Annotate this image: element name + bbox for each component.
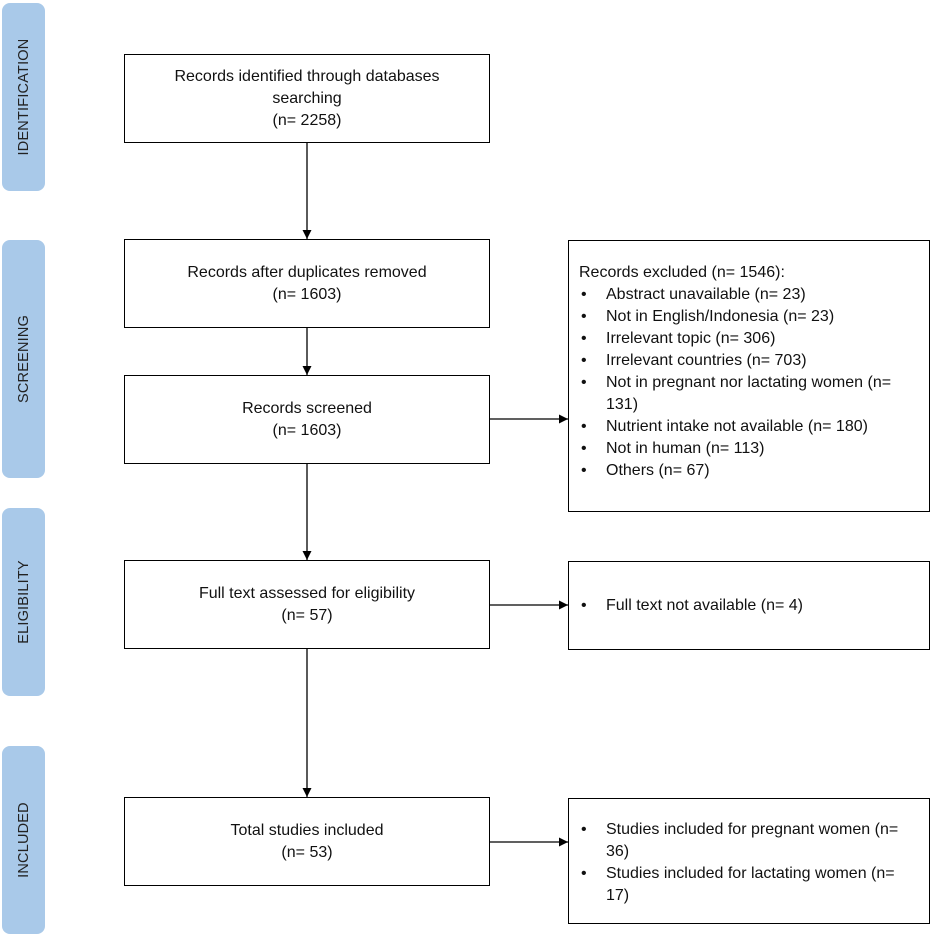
records-identified-line1: Records identified through databases — [174, 67, 440, 85]
box-records-identified: Records identified through databases sea… — [124, 54, 490, 143]
stage-label-screening: SCREENING — [15, 314, 32, 404]
excluded-item: Irrelevant topic (n= 306) — [579, 328, 919, 350]
excluded-item: Not in human (n= 113) — [579, 438, 919, 460]
stage-label-included: INCLUDED — [15, 802, 32, 878]
records-excluded-list: Abstract unavailable (n= 23) Not in Engl… — [579, 284, 919, 482]
records-excluded-header: Records excluded (n= 1546): — [579, 264, 785, 281]
box-included-breakdown: Studies included for pregnant women (n= … — [568, 798, 930, 924]
excluded-item: Nutrient intake not available (n= 180) — [579, 416, 919, 438]
box-records-excluded: Records excluded (n= 1546): Abstract una… — [568, 240, 930, 512]
stage-tab-included: INCLUDED — [2, 746, 45, 934]
duplicates-removed-count: (n= 1603) — [272, 285, 342, 303]
excluded-item: Not in pregnant nor lactating women (n= … — [579, 372, 919, 416]
total-included-count: (n= 53) — [281, 843, 333, 861]
included-breakdown-item: Studies included for lactating women (n=… — [579, 863, 919, 907]
records-screened-label: Records screened — [242, 399, 372, 417]
stage-tab-identification: IDENTIFICATION — [2, 3, 45, 191]
excluded-item: Irrelevant countries (n= 703) — [579, 350, 919, 372]
included-breakdown-list: Studies included for pregnant women (n= … — [579, 819, 919, 907]
excluded-item: Others (n= 67) — [579, 460, 919, 482]
included-breakdown-item: Studies included for pregnant women (n= … — [579, 819, 919, 863]
box-duplicates-removed: Records after duplicates removed (n= 160… — [124, 239, 490, 328]
stage-label-eligibility: ELIGIBILITY — [15, 560, 32, 644]
full-text-assessed-count: (n= 57) — [281, 606, 333, 624]
stage-tab-eligibility: ELIGIBILITY — [2, 508, 45, 696]
box-total-included: Total studies included (n= 53) — [124, 797, 490, 886]
box-records-screened: Records screened (n= 1603) — [124, 375, 490, 464]
excluded-item: Abstract unavailable (n= 23) — [579, 284, 919, 306]
full-text-excluded-list: Full text not available (n= 4) — [579, 595, 803, 617]
stage-tab-screening: SCREENING — [2, 240, 45, 478]
duplicates-removed-label: Records after duplicates removed — [187, 263, 427, 281]
full-text-assessed-label: Full text assessed for eligibility — [198, 584, 416, 602]
full-text-excluded-item: Full text not available (n= 4) — [579, 595, 803, 617]
records-screened-count: (n= 1603) — [272, 421, 342, 439]
stage-label-identification: IDENTIFICATION — [15, 38, 32, 156]
box-full-text-assessed: Full text assessed for eligibility (n= 5… — [124, 560, 490, 649]
excluded-item: Not in English/Indonesia (n= 23) — [579, 306, 919, 328]
box-full-text-excluded: Full text not available (n= 4) — [568, 561, 930, 650]
records-identified-line2: searching — [272, 89, 342, 107]
total-included-label: Total studies included — [230, 821, 384, 839]
records-identified-count: (n= 2258) — [272, 111, 342, 129]
